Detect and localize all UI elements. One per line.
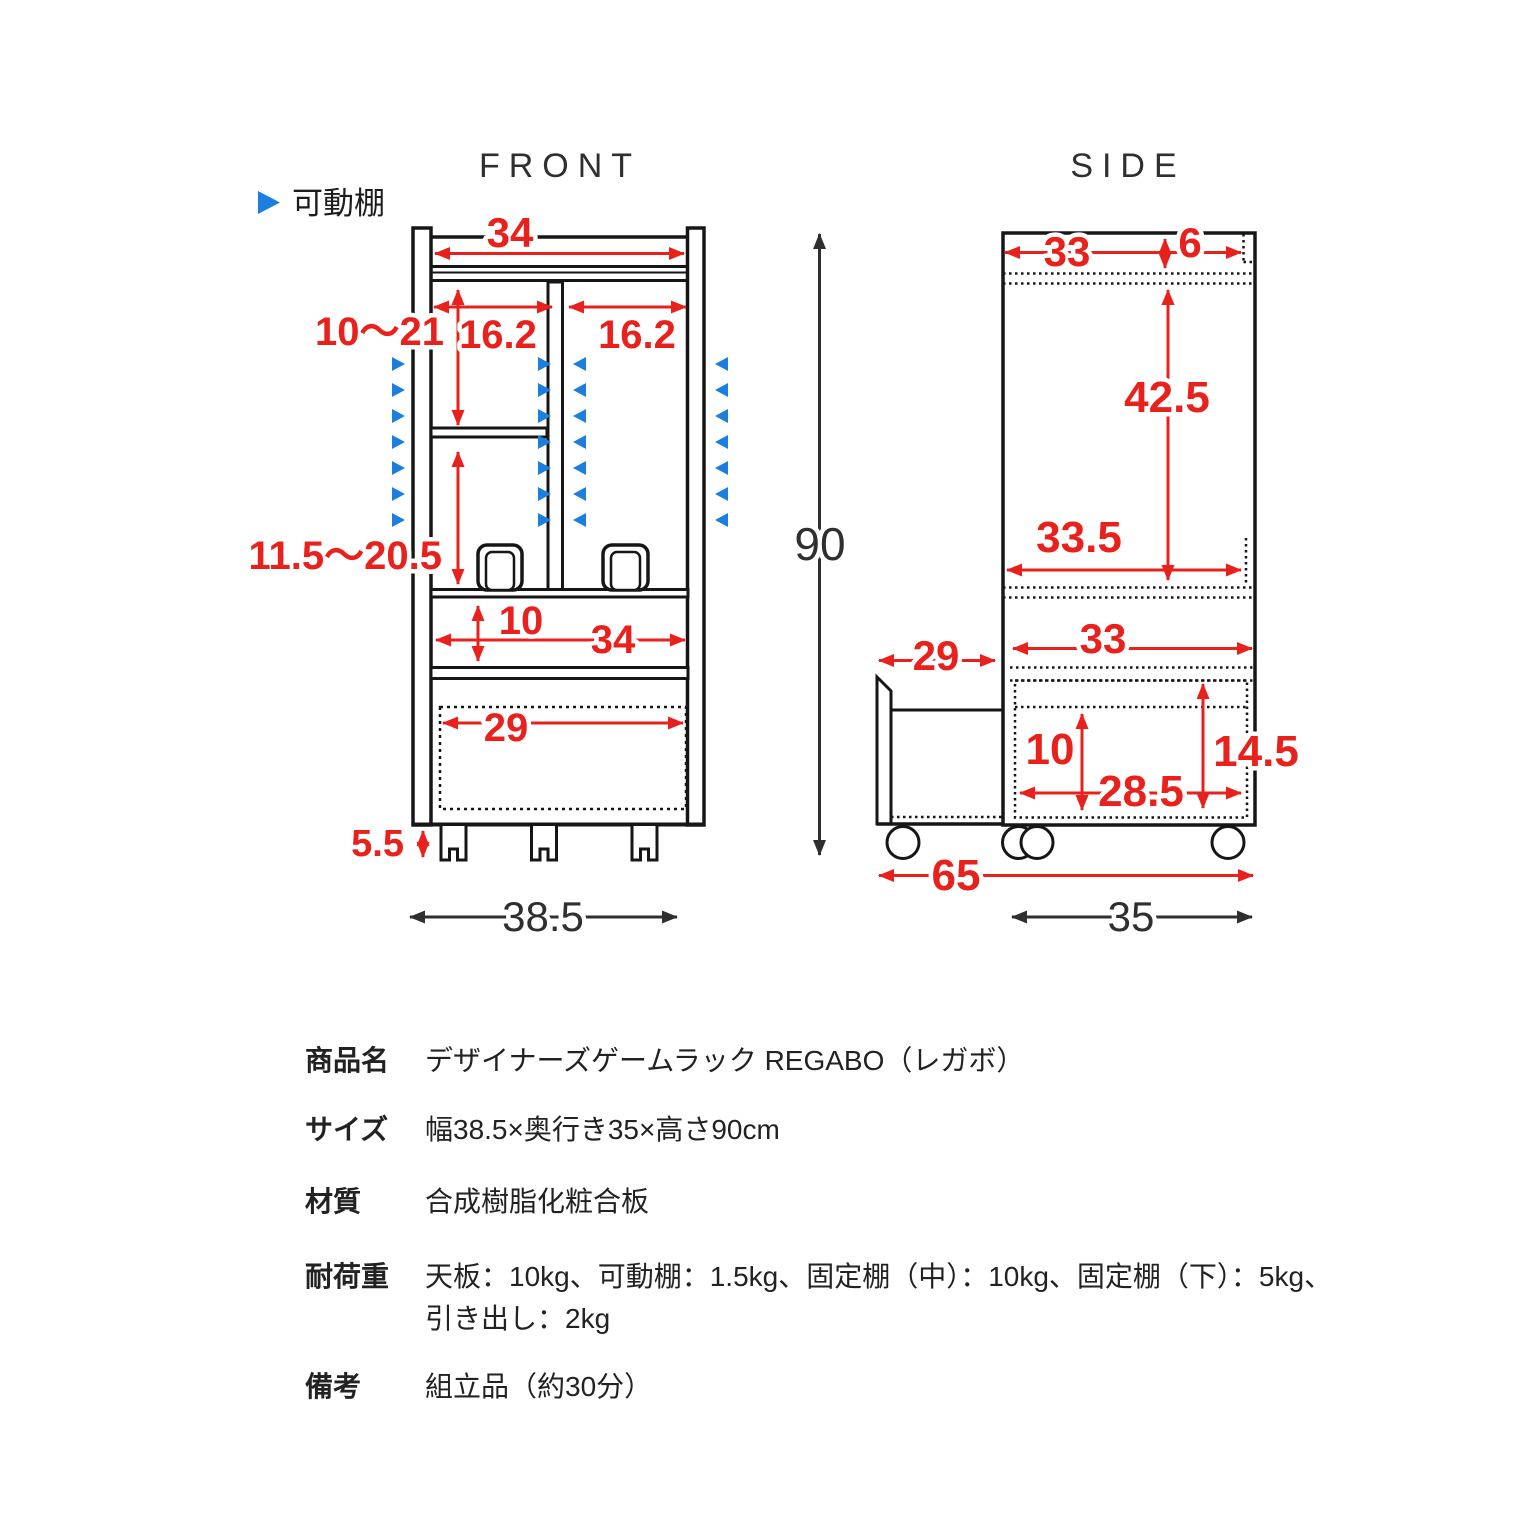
movable-shelf-pin-icon bbox=[573, 383, 586, 397]
legend-movable-shelf: 可動棚 bbox=[258, 186, 385, 221]
spec-label: 耐荷重 bbox=[305, 1261, 390, 1292]
front-view-title: FRONT bbox=[479, 147, 641, 185]
dim-front-lower-shelf-range: 11.5〜20.5 bbox=[249, 534, 443, 578]
spec-table: 商品名 デザイナーズゲームラック REGABO（レガボ） サイズ 幅38.5×奥… bbox=[0, 0, 1536, 1402]
front-drawer-outline bbox=[438, 705, 688, 811]
spec-value: 合成樹脂化粧合板 bbox=[425, 1186, 650, 1217]
side-view: 33 6 42.5 33.5 33 29 10 28.5 14.5 65 35 bbox=[875, 215, 1303, 945]
front-leg-left bbox=[439, 826, 468, 862]
front-console-holder-right-inner bbox=[609, 550, 642, 592]
side-dimension-arrows-red bbox=[878, 238, 1254, 882]
movable-shelf-pin-icon bbox=[715, 409, 728, 423]
dim-side-top-height: 6 bbox=[1178, 219, 1201, 266]
movable-shelf-pin-icon bbox=[715, 357, 728, 371]
dim-front-leg-height: 5.5 bbox=[351, 823, 404, 865]
movable-shelf-legend-icon bbox=[258, 191, 280, 214]
front-movable-shelf bbox=[429, 426, 549, 439]
front-dimension-arrows-red bbox=[416, 247, 687, 858]
spec-label: 備考 bbox=[305, 1371, 362, 1402]
front-middle-shelf bbox=[429, 588, 690, 599]
movable-shelf-pin-icon bbox=[392, 435, 405, 449]
front-console-holder-left-inner bbox=[484, 550, 516, 592]
spec-label: 材質 bbox=[305, 1186, 362, 1217]
front-leg-right bbox=[630, 826, 659, 862]
spec-row-material: 材質 合成樹脂化粧合板 bbox=[305, 1181, 1405, 1223]
dim-front-drawer-width: 29 bbox=[484, 706, 529, 750]
side-structure bbox=[875, 231, 1257, 860]
movable-shelf-pin-icon bbox=[538, 487, 551, 501]
movable-shelf-pin-icon bbox=[392, 409, 405, 423]
dim-front-upper-shelf-range: 10〜21 bbox=[315, 310, 444, 354]
spec-row-notes: 備考 組立品（約30分） bbox=[305, 1366, 1405, 1408]
dim-side-drawer-open-depth: 29 bbox=[913, 632, 960, 679]
dimension-diagram: FRONT SIDE 可動棚 bbox=[244, 147, 1303, 945]
movable-shelf-pin-icon bbox=[538, 409, 551, 423]
movable-shelf-pin-icon bbox=[538, 357, 551, 371]
side-body bbox=[1001, 231, 1257, 827]
side-open-drawer-front-panel bbox=[875, 673, 893, 826]
front-view: 34 10〜21 16.2 16.2 11.5〜20.5 10 34 29 5.… bbox=[244, 205, 850, 945]
side-caster-drawer bbox=[885, 825, 921, 860]
dim-front-top-width: 34 bbox=[487, 209, 534, 256]
dim-front-slot-height: 10 bbox=[499, 599, 544, 643]
legend-label: 可動棚 bbox=[292, 186, 385, 221]
movable-shelf-pin-icon bbox=[538, 383, 551, 397]
movable-shelf-pin-icon bbox=[392, 487, 405, 501]
front-structure bbox=[411, 226, 706, 862]
movable-shelf-pin-icon bbox=[715, 513, 728, 527]
movable-shelf-pin-icon bbox=[573, 357, 586, 371]
front-dimension-arrows-black bbox=[409, 233, 826, 924]
movable-shelf-pin-icon bbox=[538, 435, 551, 449]
dim-side-overall-depth: 35 bbox=[1108, 893, 1155, 940]
dim-front-overall-width: 38.5 bbox=[502, 893, 584, 940]
movable-shelf-pin-icon bbox=[538, 461, 551, 475]
movable-shelf-pin-icon bbox=[392, 513, 405, 527]
movable-shelf-pin-icon bbox=[573, 409, 586, 423]
spec-label: 商品名 bbox=[305, 1045, 390, 1076]
dim-side-overall-open-depth: 65 bbox=[932, 851, 981, 900]
spec-value: 組立品（約30分） bbox=[425, 1371, 653, 1402]
spec-value: 幅38.5×奥行き35×高さ90cm bbox=[425, 1114, 780, 1145]
movable-shelf-pin-icon bbox=[715, 487, 728, 501]
dim-side-upper-height: 42.5 bbox=[1124, 373, 1210, 422]
dim-side-top-depth: 33 bbox=[1044, 228, 1091, 275]
side-caster-rear bbox=[1210, 825, 1246, 860]
movable-shelf-pin-icon bbox=[392, 383, 405, 397]
spec-row-load-capacity: 耐荷重 天板：10kg、可動棚：1.5kg、固定棚（中）：10kg、固定棚（下）… bbox=[305, 1256, 1405, 1340]
movable-shelf-pin-icon bbox=[573, 461, 586, 475]
movable-shelf-pin-icon bbox=[392, 461, 405, 475]
side-view-title: SIDE bbox=[1070, 147, 1185, 185]
movable-shelf-pin-icon bbox=[392, 357, 405, 371]
movable-shelf-pin-icon bbox=[573, 487, 586, 501]
dim-side-lower-depth: 33 bbox=[1080, 615, 1127, 662]
spec-label: サイズ bbox=[305, 1114, 389, 1145]
front-shelf-pin-columns bbox=[392, 357, 728, 527]
dim-side-drawer-inner-depth: 28.5 bbox=[1098, 767, 1184, 816]
front-leg-center bbox=[530, 826, 558, 862]
spec-row-size: サイズ 幅38.5×奥行き35×高さ90cm bbox=[305, 1109, 1405, 1151]
spec-value: デザイナーズゲームラック REGABO（レガボ） bbox=[425, 1045, 1025, 1076]
side-drawer-outline bbox=[1013, 679, 1249, 819]
movable-shelf-pin-icon bbox=[715, 461, 728, 475]
dim-side-drawer-inner-height: 10 bbox=[1026, 725, 1075, 774]
dim-front-left-compartment: 16.2 bbox=[459, 313, 537, 357]
front-slot-shelf bbox=[429, 666, 690, 680]
dim-overall-height: 90 bbox=[794, 518, 845, 570]
dim-side-middle-depth: 33.5 bbox=[1036, 513, 1122, 562]
movable-shelf-pin-icon bbox=[715, 383, 728, 397]
movable-shelf-pin-icon bbox=[715, 435, 728, 449]
movable-shelf-pin-icon bbox=[573, 435, 586, 449]
dim-front-right-compartment: 16.2 bbox=[598, 313, 676, 357]
dim-front-slot-width: 34 bbox=[591, 618, 636, 662]
dim-side-drawer-section-height: 14.5 bbox=[1213, 727, 1299, 776]
spec-value: 天板：10kg、可動棚：1.5kg、固定棚（中）：10kg、固定棚（下）：5kg… bbox=[425, 1261, 1333, 1334]
movable-shelf-pin-icon bbox=[573, 513, 586, 527]
spec-row-product-name: 商品名 デザイナーズゲームラック REGABO（レガボ） bbox=[305, 1040, 1405, 1082]
side-caster-front-b bbox=[1019, 825, 1055, 860]
movable-shelf-pin-icon bbox=[538, 513, 551, 527]
